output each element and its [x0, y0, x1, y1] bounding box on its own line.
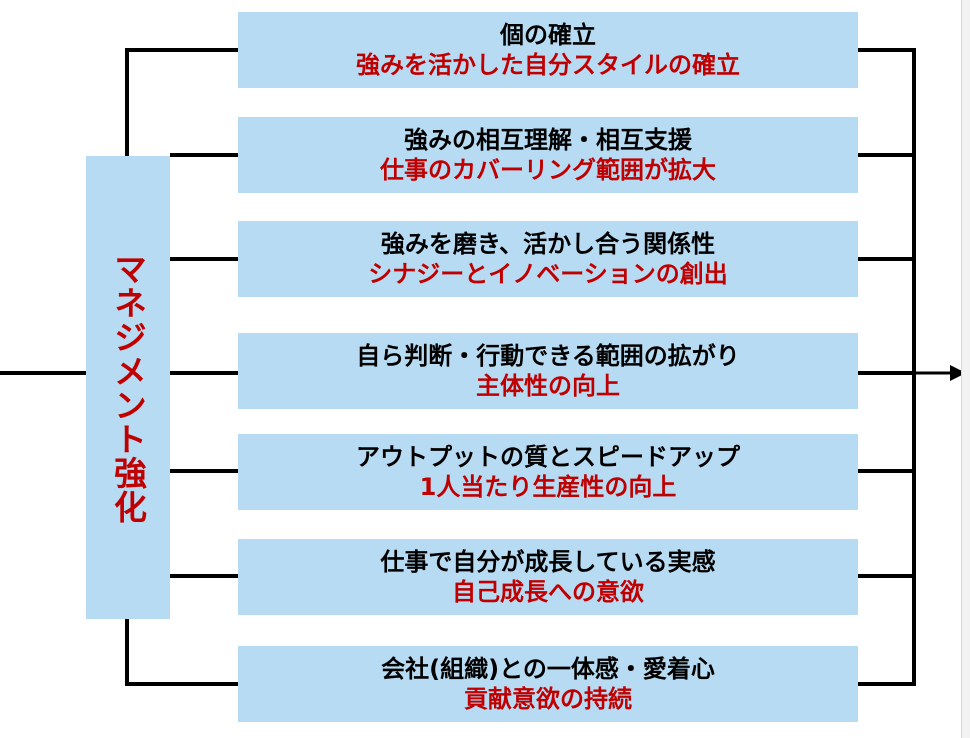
- item-7-outcome: 貢献意欲の持続: [464, 685, 632, 713]
- item-box-5: アウトプットの質とスピードアップ 1人当たり生産性の向上: [238, 434, 858, 510]
- item-box-1: 個の確立 強みを活かした自分スタイルの確立: [238, 12, 858, 88]
- right-edge-strip: [961, 0, 970, 738]
- item-4-outcome: 主体性の向上: [476, 372, 620, 400]
- item-1-outcome: 強みを活かした自分スタイルの確立: [356, 51, 740, 79]
- management-label: マネジメント強化: [108, 251, 148, 524]
- item-6-heading: 仕事で自分が成長している実感: [380, 548, 716, 576]
- item-2-outcome: 仕事のカバーリング範囲が拡大: [380, 156, 716, 184]
- left-bracket-top: [125, 48, 238, 156]
- item-box-6: 仕事で自分が成長している実感 自己成長への意欲: [238, 539, 858, 615]
- left-bracket-bottom: [125, 619, 238, 686]
- item-4-heading: 自ら判断・行動できる範囲の拡がり: [356, 342, 740, 370]
- output-arrowhead-icon: [950, 365, 966, 381]
- item-5-heading: アウトプットの質とスピードアップ: [356, 443, 740, 471]
- item-3-outcome: シナジーとイノベーションの創出: [368, 260, 728, 288]
- item-box-2: 強みの相互理解・相互支援 仕事のカバーリング範囲が拡大: [238, 117, 858, 193]
- item-7-heading: 会社(組織)との一体感・愛着心: [381, 655, 715, 683]
- item-5-outcome: 1人当たり生産性の向上: [419, 473, 677, 501]
- item-6-outcome: 自己成長への意欲: [452, 578, 644, 606]
- item-2-heading: 強みの相互理解・相互支援: [404, 126, 692, 154]
- item-box-7: 会社(組織)との一体感・愛着心 貢献意欲の持続: [238, 646, 858, 722]
- item-box-3: 強みを磨き、活かし合う関係性 シナジーとイノベーションの創出: [238, 221, 858, 297]
- item-3-heading: 強みを磨き、活かし合う関係性: [380, 230, 716, 258]
- item-1-heading: 個の確立: [500, 21, 596, 49]
- item-box-4: 自ら判断・行動できる範囲の拡がり 主体性の向上: [238, 333, 858, 409]
- management-box: マネジメント強化: [86, 156, 170, 619]
